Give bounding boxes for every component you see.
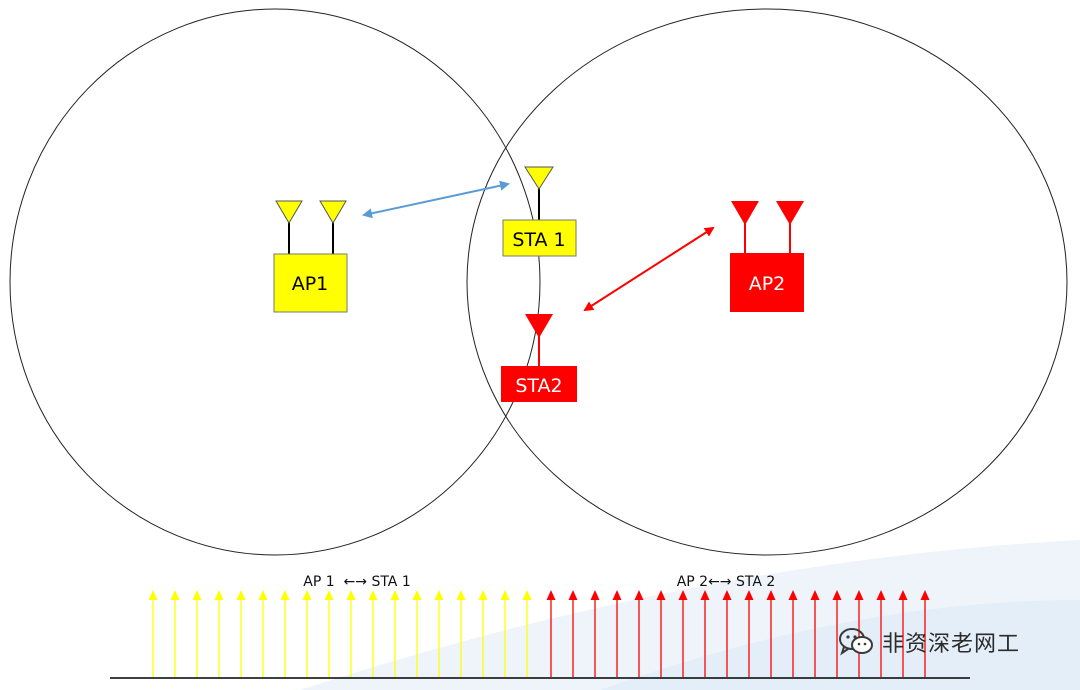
timeline-arrow: [656, 590, 666, 677]
timeline-arrow: [324, 590, 334, 677]
timeline-arrow: [170, 590, 180, 677]
timeline-arrow: [500, 590, 510, 677]
timeline-arrows-ap1-sta1: [148, 590, 532, 677]
timeline-arrow: [722, 590, 732, 677]
ap1-antenna-right: [319, 200, 347, 254]
timeline-arrow: [148, 590, 158, 677]
timeline-arrow: [368, 590, 378, 677]
timeline-arrow: [258, 590, 268, 677]
ap1-antenna-left: [275, 200, 303, 254]
sta2-antenna: [525, 314, 553, 366]
ap2-label: AP2: [749, 273, 786, 295]
ap2-antenna-left: [731, 201, 759, 254]
watermark: 非资深老网工: [838, 625, 1020, 659]
timeline-arrow: [832, 590, 842, 677]
timeline-label-ap2-sta2: AP 2←→ STA 2: [677, 574, 776, 590]
timeline-arrow: [744, 590, 754, 677]
timeline-arrow: [522, 590, 532, 677]
timeline-arrow: [390, 590, 400, 677]
timeline-arrow: [678, 590, 688, 677]
timeline-arrow: [412, 590, 422, 677]
timeline-arrow: [590, 590, 600, 677]
ap1-coverage-circle: [9, 8, 541, 556]
timeline-arrow: [898, 590, 908, 677]
watermark-text: 非资深老网工: [882, 632, 1021, 657]
ap2-node: AP2: [730, 253, 804, 312]
timeline-arrow: [546, 590, 556, 677]
timeline-arrow: [456, 590, 466, 677]
sta1-label: STA 1: [512, 229, 565, 251]
ap1-node: AP1: [273, 253, 348, 313]
ap2-antenna-right: [776, 201, 804, 254]
ap1-sta1-link-arrow: [362, 180, 510, 219]
timeline-arrow: [920, 590, 930, 677]
ap1-label: AP1: [292, 273, 329, 295]
timeline-arrow: [810, 590, 820, 677]
timeline-arrow: [568, 590, 578, 677]
timeline-arrow: [876, 590, 886, 677]
timeline-arrow: [346, 590, 356, 677]
timeline-arrow: [612, 590, 622, 677]
timeline-arrow: [302, 590, 312, 677]
ap2-coverage-circle: [466, 8, 1068, 556]
sta2-label: STA2: [515, 375, 562, 397]
sta2-node: STA2: [501, 366, 577, 402]
timeline-arrows-ap2-sta2: [546, 590, 930, 677]
sta1-node: STA 1: [502, 219, 577, 257]
timeline-arrow: [280, 590, 290, 677]
timeline-arrow: [192, 590, 202, 677]
timeline-label-ap1-sta1: AP 1 ←→ STA 1: [303, 574, 410, 590]
timeline-arrow: [236, 590, 246, 677]
timeline-arrow: [766, 590, 776, 677]
sta1-antenna: [524, 166, 554, 220]
timeline-arrow: [788, 590, 798, 677]
timeline-arrow: [634, 590, 644, 677]
timeline-arrow: [214, 590, 224, 677]
timeline-arrow: [478, 590, 488, 677]
ap2-sta2-link-arrow: [583, 226, 715, 312]
timeline-arrow: [700, 590, 710, 677]
timeline-arrow: [434, 590, 444, 677]
wechat-icon: [839, 628, 873, 656]
